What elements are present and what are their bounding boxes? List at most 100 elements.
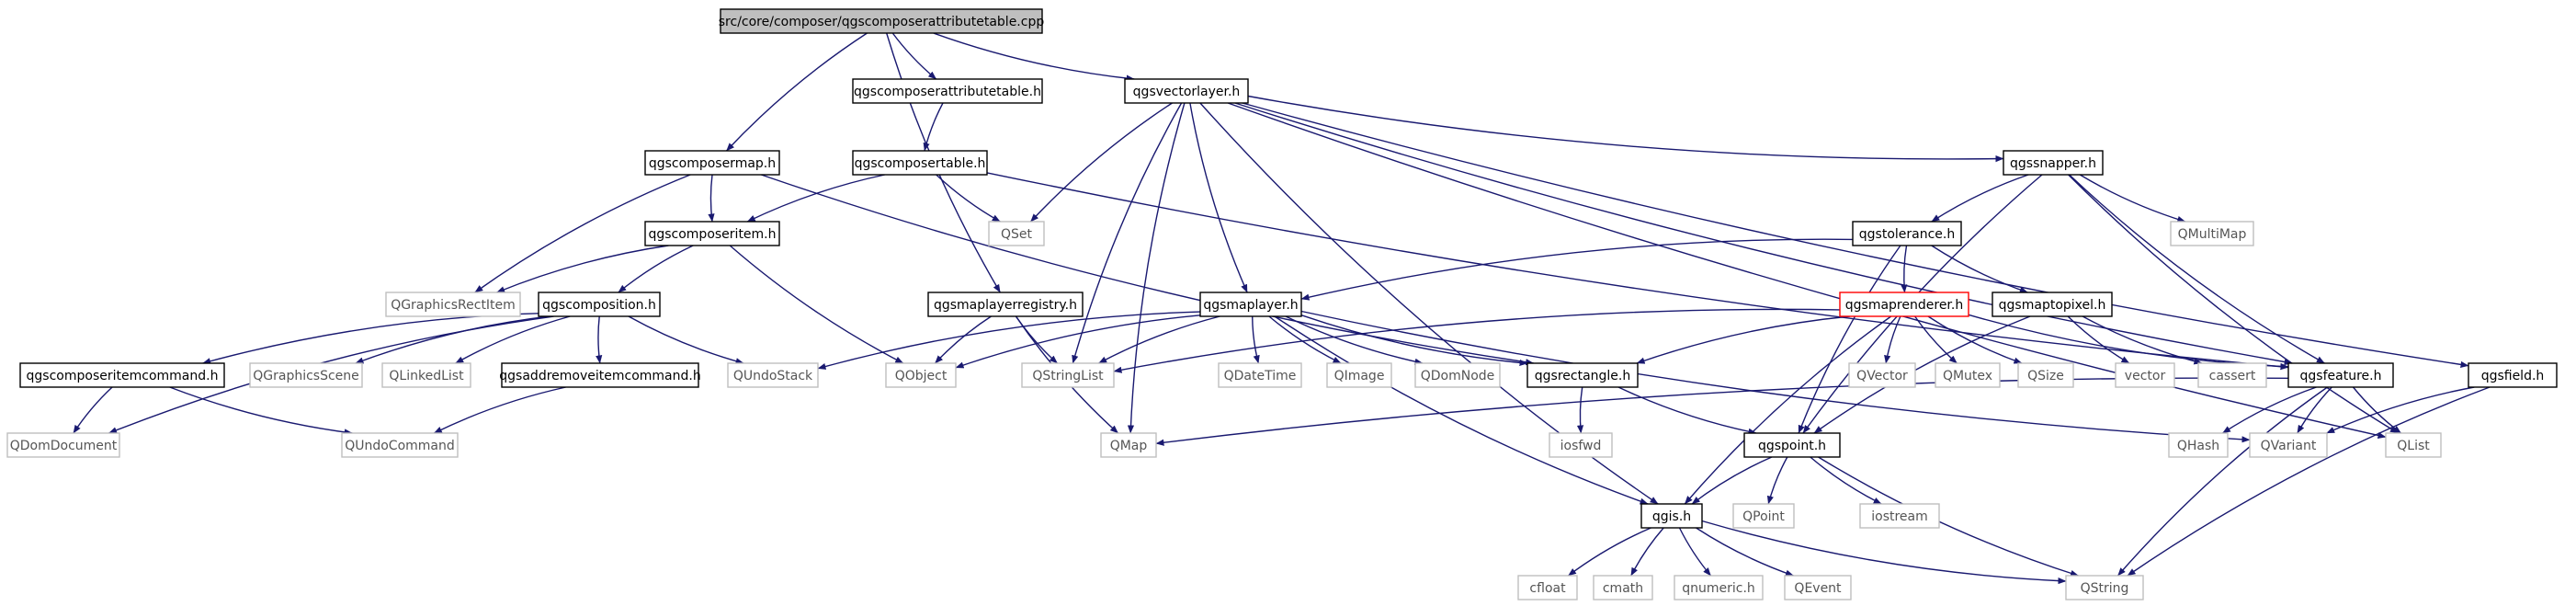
edge-qgspoint-h-to-iostream	[1810, 456, 1882, 505]
node-box	[1784, 575, 1852, 600]
node-qgscomposerattributetable-h[interactable]: qgscomposerattributetable.h	[852, 78, 1043, 104]
edge-qgsfeature-h-to-qlist	[2352, 386, 2401, 434]
node-qgspoint-h[interactable]: qgspoint.h	[1743, 432, 1841, 458]
node-qgsmaplayerregistry-h[interactable]: qgsmaplayerregistry.h	[927, 292, 1084, 317]
node-qgscomposeritem-h[interactable]: qgscomposeritem.h	[644, 221, 780, 246]
node-label: QVector	[1856, 369, 1908, 383]
node-label: QDateTime	[1224, 369, 1297, 383]
node-box	[1732, 503, 1795, 529]
node-cfloat: cfloat	[1517, 575, 1578, 600]
edge-qgscomposeritem-h-to-qobject	[729, 245, 904, 364]
edge-qgsmaplayer-h-to-qstringlist	[1098, 315, 1220, 364]
node-box	[1526, 362, 1639, 388]
edge-qgscomposertable-h-to-qgscomposeritem-h	[746, 174, 885, 223]
node-qgscomposition-h[interactable]: qgscomposition.h	[538, 292, 661, 317]
edge-qgsmaplayer-h-to-qgsrectangle-h	[1300, 314, 1528, 367]
node-label: qgscomposition.h	[542, 298, 656, 313]
edge-qgsmaplayer-h-to-qgis-h	[1274, 315, 1649, 505]
edge-root-to-qgsvectorlayer-h	[933, 32, 1135, 82]
edge-qgspoint-h-to-qpoint	[1766, 456, 1788, 505]
edge-qgsvectorlayer-h-to-qgsmaplayer-h	[1189, 102, 1248, 293]
node-qgscomposermap-h[interactable]: qgscomposermap.h	[644, 150, 780, 176]
edge-qgsmaprenderer-h-to-qgsfeature-h	[1968, 314, 2289, 371]
node-label: src/core/composer/qgscomposerattributeta…	[719, 15, 1045, 29]
edge-qgsvectorlayer-h-to-qgssnapper-h	[1247, 95, 2004, 163]
node-box	[1935, 362, 2001, 388]
edge-qgscomposeritem-h-to-qgscomposition-h	[618, 245, 694, 293]
edge-qgscomposeritemcommand-h-to-qdomdocument	[73, 386, 113, 434]
edge-qgscomposermap-h-to-qgscomposeritem-h	[708, 174, 715, 223]
edges-layer	[73, 32, 2491, 585]
edge-qgsfeature-h-to-qstring	[2116, 386, 2328, 577]
node-qimage: QImage	[1326, 362, 1392, 388]
edge-qgsrectangle-h-to-qgspoint-h	[1617, 386, 1757, 435]
node-box	[852, 150, 988, 176]
edge-qgssnapper-h-to-qgstolerance-h	[1931, 174, 2029, 223]
node-qgssnapper-h[interactable]: qgssnapper.h	[2003, 150, 2104, 176]
node-qgscomposeritemcommand-h[interactable]: qgscomposeritemcommand.h	[19, 362, 225, 388]
node-qgraphicsrectitem: QGraphicsRectItem	[385, 292, 521, 317]
node-qgsaddremoveitemcommand-h[interactable]: qgsaddremoveitemcommand.h	[499, 362, 701, 388]
node-qundostack: QUndoStack	[727, 362, 819, 388]
node-box	[1549, 432, 1613, 458]
node-qgsmaprenderer-h[interactable]: qgsmaprenderer.h	[1839, 292, 1969, 317]
node-qgsvectorlayer-h[interactable]: qgsvectorlayer.h	[1124, 78, 1249, 104]
node-box	[1992, 292, 2113, 317]
edge-qgsfield-h-to-qstring	[2127, 386, 2491, 577]
node-label: QList	[2397, 439, 2430, 453]
node-qevent: QEvent	[1784, 575, 1852, 600]
node-box	[2170, 221, 2254, 246]
node-qundocommand: QUndoCommand	[341, 432, 459, 458]
edge-qgsmaplayer-h-to-qobject	[955, 314, 1201, 369]
node-qsize: QSize	[2017, 362, 2074, 388]
node-qdomdocument: QDomDocument	[6, 432, 120, 458]
node-qgis-h[interactable]: qgis.h	[1640, 503, 1703, 529]
node-label: iostream	[1871, 509, 1928, 524]
node-qobject: QObject	[885, 362, 957, 388]
edge-qgstolerance-h-to-qgsmaprenderer-h	[1901, 245, 1908, 293]
node-qgsmaptopixel-h[interactable]: qgsmaptopixel.h	[1992, 292, 2113, 317]
node-box	[1414, 362, 1501, 388]
node-qgstolerance-h[interactable]: qgstolerance.h	[1852, 221, 1962, 246]
node-box	[720, 8, 1043, 34]
edge-qgsmaprenderer-h-to-qstringlist	[1113, 308, 1841, 373]
edge-qgscomposition-h-to-qgscomposeritemcommand-h	[202, 313, 539, 365]
node-label: QGraphicsScene	[253, 369, 359, 383]
edge-qgsmaplayer-h-to-qdomnode	[1285, 315, 1424, 365]
node-label: QUndoCommand	[345, 439, 455, 453]
node-box	[644, 150, 780, 176]
edge-qgssnapper-h-to-qmultimap	[2079, 174, 2186, 223]
edge-qgssnapper-h-to-qgsfeature-h	[2069, 174, 2325, 364]
edge-qgscomposermap-h-to-qgraphicsrectitem	[474, 174, 691, 293]
node-box	[538, 292, 661, 317]
node-box	[1848, 362, 1916, 388]
node-box	[1859, 503, 1940, 529]
node-qgraphicsscene: QGraphicsScene	[249, 362, 363, 388]
node-box	[2249, 432, 2328, 458]
node-box	[1100, 432, 1157, 458]
edge-qgis-h-to-cfloat	[1568, 527, 1651, 577]
node-box	[2115, 362, 2175, 388]
node-qgsrectangle-h[interactable]: qgsrectangle.h	[1526, 362, 1639, 388]
node-label: qgstolerance.h	[1859, 227, 1955, 242]
edge-qgstolerance-h-to-qgsmaptopixel-h	[1931, 245, 2028, 293]
node-qset: QSet	[988, 221, 1045, 246]
edge-qgsvectorlayer-h-to-qgsfeature-h	[1234, 102, 2293, 366]
node-label: QStringList	[1032, 369, 1104, 383]
node-qgsmaplayer-h[interactable]: qgsmaplayer.h	[1199, 292, 1302, 317]
edge-qgsfeature-h-to-qmap	[1155, 377, 2289, 446]
node-qgsfeature-h[interactable]: qgsfeature.h	[2287, 362, 2394, 388]
node-root[interactable]: src/core/composer/qgscomposerattributeta…	[719, 8, 1045, 34]
node-box	[381, 362, 471, 388]
node-label: QPoint	[1742, 509, 1785, 524]
node-box	[2197, 362, 2267, 388]
node-label: QObject	[895, 369, 948, 383]
node-qgscomposertable-h[interactable]: qgscomposertable.h	[852, 150, 988, 176]
node-label: qnumeric.h	[1682, 581, 1755, 596]
node-qgsfield-h[interactable]: qgsfield.h	[2468, 362, 2558, 388]
edge-qgis-h-to-qnumeric-h	[1678, 527, 1712, 577]
node-box	[1839, 292, 1969, 317]
node-label: QUndoStack	[733, 369, 813, 383]
edge-qgsmaplayer-h-to-qundostack	[817, 311, 1201, 370]
edge-qgis-h-to-qevent	[1696, 527, 1794, 577]
